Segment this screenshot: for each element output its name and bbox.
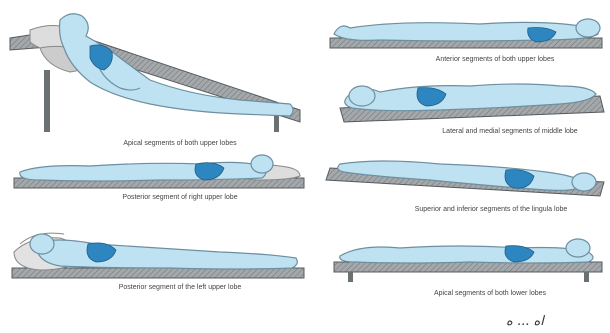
patient-head [576,19,600,37]
patient-body [20,162,266,181]
panel-posterior-right-upper [14,155,304,188]
panel-apical-lower [334,239,602,282]
panel-apical-upper [10,14,300,132]
caption-posterior-left-upper: Posterior segment of the left upper lobe [60,284,300,292]
caption-posterior-right-upper: Posterior segment of right upper lobe [80,194,280,202]
bed-leg [348,272,353,282]
bed-leg [44,70,50,132]
patient-head [30,234,54,254]
panel-posterior-left-upper [12,233,304,278]
caption-apical-lower: Apical segments of both lower lobes [380,290,600,298]
patient-body [36,240,297,269]
panel-lateral-medial-middle [340,84,604,122]
patient-body [334,22,598,41]
caption-lateral-medial-middle: Lateral and medial segments of middle lo… [420,128,600,136]
patient-head [566,239,590,257]
patient-head [572,173,596,191]
caption-apical-upper: Apical segments of both upper lobes [80,140,280,148]
signature-text: اه ... ه [506,314,544,329]
caption-anterior-upper: Anterior segments of both upper lobes [380,56,610,64]
caption-superior-inferior-lingula: Superior and inferior segments of the li… [380,206,602,214]
bed-frame [334,262,602,272]
patient-body [340,246,593,263]
panel-superior-inferior-lingula [326,161,604,196]
patient-head [349,86,375,106]
bed-leg [584,272,589,282]
panel-anterior-upper [330,19,602,48]
patient-head [251,155,273,173]
